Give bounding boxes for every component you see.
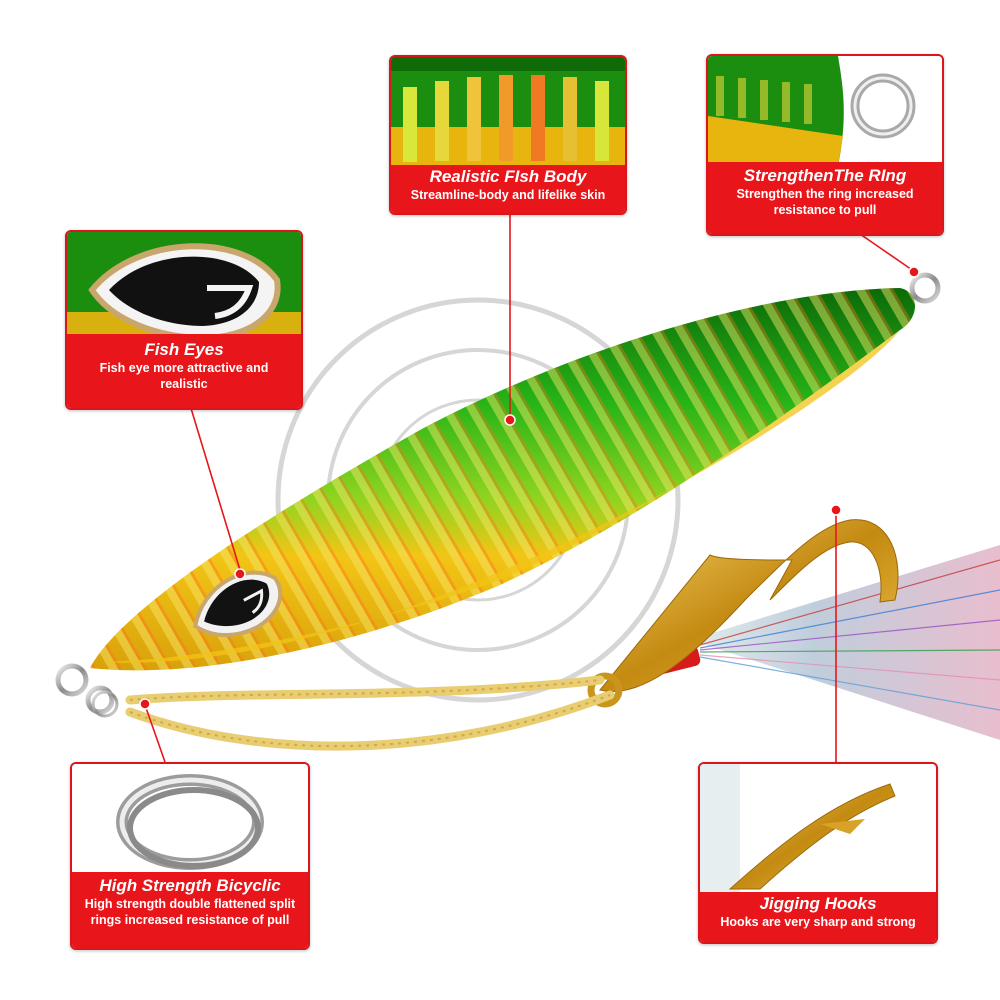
leader-lines (144, 210, 916, 763)
leader-dots (139, 266, 920, 710)
callout-strengthen-ring: StrengthenThe RIng Strengthen the ring i… (706, 54, 944, 236)
jigging-hooks-title: Jigging Hooks (759, 894, 877, 913)
fish-eyes-title: Fish Eyes (144, 340, 224, 359)
bicyclic-title: High Strength Bicyclic (99, 876, 281, 895)
fish-eye-closeup (67, 232, 301, 340)
tail-ring (909, 272, 941, 304)
jigging-hooks-desc: Hooks are very sharp and strong (720, 915, 916, 929)
fish-body-title: Realistic FIsh Body (429, 167, 587, 186)
jig-hook (599, 519, 899, 692)
callout-bicyclic: High Strength Bicyclic High strength dou… (70, 762, 310, 950)
callout-fish-body: Realistic FIsh Body Streamline-body and … (389, 55, 627, 215)
hook-eye (587, 672, 623, 708)
front-split-ring (55, 663, 119, 718)
assist-cord (125, 675, 615, 751)
ring-closeup (708, 56, 942, 166)
hook-closeup (700, 764, 936, 894)
lure-body (90, 288, 915, 671)
fish-body-closeup (391, 57, 625, 167)
callout-jigging-hooks: Jigging Hooks Hooks are very sharp and s… (698, 762, 938, 944)
lure-eye (193, 570, 283, 638)
callout-fish-eyes: Fish Eyes Fish eye more attractive and r… (65, 230, 303, 410)
ring-desc: Strengthen the ring increased resistance… (736, 187, 914, 217)
ring-title: StrengthenThe RIng (743, 166, 907, 185)
bicyclic-desc: High strength double flattened split rin… (84, 897, 296, 927)
split-ring-closeup (72, 764, 308, 876)
fish-body-desc: Streamline-body and lifelike skin (410, 188, 606, 202)
fish-eyes-desc: Fish eye more attractive and realistic (99, 361, 269, 391)
